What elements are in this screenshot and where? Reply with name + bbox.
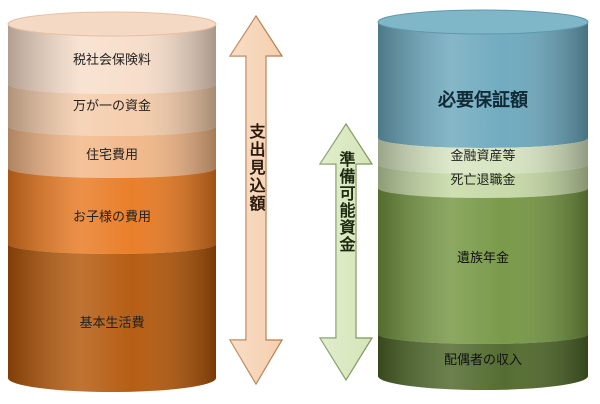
fund-layer-survivor-pension: 遺族年金 — [378, 188, 588, 344]
expense-layer-tax: 税社会保険料 — [8, 24, 216, 94]
funds-double-arrow: 準備可能資金 — [318, 122, 374, 382]
fund-layer-retirement-allowance-label: 死亡退職金 — [450, 172, 515, 188]
expense-layer-tax-label: 税社会保険料 — [73, 52, 151, 68]
expenses-double-arrow: 支出見込額 — [228, 14, 284, 386]
expense-layer-housing: 住宅費用 — [8, 126, 216, 178]
fund-layer-required-label: 必要保証額 — [437, 89, 528, 111]
fund-layer-spouse-income: 配偶者の収入 — [378, 334, 588, 390]
expenses-cylinder-top — [7, 11, 217, 37]
expense-layer-emergency-label: 万が一の資金 — [73, 98, 151, 114]
fund-layer-financial-assets: 金融資産等 — [378, 138, 588, 174]
expense-layer-children-label: お子様の費用 — [73, 210, 151, 225]
fund-layer-survivor-pension-label: 遺族年金 — [457, 250, 509, 266]
fund-layer-spouse-income-label: 配偶者の収入 — [444, 353, 522, 368]
expenses-cylinder: 税社会保険料 万が一の資金 住宅費用 お子様の費用 基本生活費 — [7, 11, 217, 392]
fund-layer-retirement-allowance: 死亡退職金 — [378, 164, 588, 198]
expense-layer-emergency: 万が一の資金 — [8, 84, 216, 136]
expense-layer-living-label: 基本生活費 — [79, 316, 144, 331]
expenses-arrow-label: 支出見込額 — [247, 122, 267, 213]
expense-layer-children: お子様の費用 — [8, 168, 216, 254]
fund-layer-required: 必要保証額 — [378, 22, 588, 148]
funds-arrow-label: 準備可能資金 — [337, 150, 357, 253]
funds-cylinder: 必要保証額 金融資産等 死亡退職金 遺族年金 配偶者の収入 — [377, 9, 589, 390]
funds-cylinder-top — [377, 9, 589, 35]
expense-layer-living: 基本生活費 — [8, 244, 216, 392]
fund-layer-financial-assets-label: 金融資産等 — [450, 148, 515, 164]
expense-layer-housing-label: 住宅費用 — [86, 148, 138, 163]
